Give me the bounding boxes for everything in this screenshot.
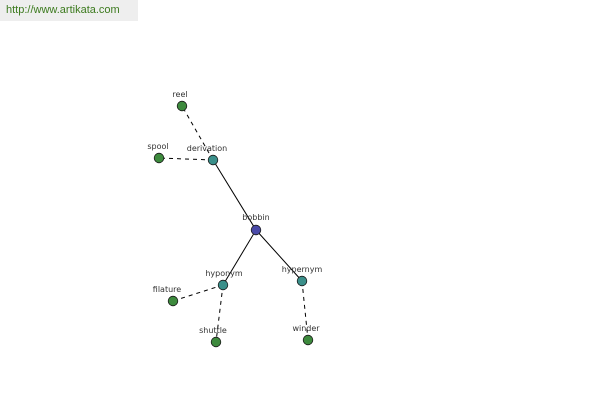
nodes-layer: bobbin derivation hyponym hypernym reel spool… xyxy=(147,90,323,348)
edge-hyponym-shuttle xyxy=(215,284,224,343)
edge-bobbin-hyponym xyxy=(222,229,257,286)
node-circle-hyponym[interactable] xyxy=(217,279,229,291)
node-derivation[interactable]: derivation xyxy=(187,144,227,166)
node-label-hyponym: hyponym xyxy=(205,269,243,278)
node-shuttle[interactable]: shuttle xyxy=(199,326,227,348)
node-reel[interactable]: reel xyxy=(172,90,188,112)
node-bobbin[interactable]: bobbin xyxy=(242,213,270,236)
edge-derivation-reel xyxy=(181,105,214,161)
node-circle-derivation[interactable] xyxy=(207,154,219,166)
node-label-bobbin: bobbin xyxy=(242,213,269,222)
site-url-link[interactable]: http://www.artikata.com xyxy=(6,4,120,16)
edges-layer xyxy=(158,105,309,343)
node-label-spool: spool xyxy=(147,142,168,151)
node-label-shuttle: shuttle xyxy=(199,326,227,335)
node-circle-winder[interactable] xyxy=(302,334,314,346)
url-bar: http://www.artikata.com xyxy=(0,0,138,21)
node-circle-spool[interactable] xyxy=(153,152,165,164)
node-circle-shuttle[interactable] xyxy=(210,336,222,348)
node-label-filature: filature xyxy=(153,285,181,294)
node-label-winder: winder xyxy=(292,324,320,333)
edge-hyponym-filature xyxy=(172,284,224,302)
node-winder[interactable]: winder xyxy=(292,324,320,346)
node-label-reel: reel xyxy=(172,90,187,99)
node-hypernym[interactable]: hypernym xyxy=(282,265,323,287)
node-hyponym[interactable]: hyponym xyxy=(205,269,243,291)
node-label-hypernym: hypernym xyxy=(282,265,323,274)
node-circle-hypernym[interactable] xyxy=(296,275,308,287)
edge-bobbin-derivation xyxy=(212,159,257,231)
node-circle-reel[interactable] xyxy=(176,100,188,112)
node-circle-bobbin[interactable] xyxy=(250,224,262,236)
node-spool[interactable]: spool xyxy=(147,142,169,164)
node-circle-filature[interactable] xyxy=(167,295,179,307)
edge-derivation-spool xyxy=(158,157,214,161)
node-filature[interactable]: filature xyxy=(153,285,181,307)
node-label-derivation: derivation xyxy=(187,144,227,153)
edge-hypernym-winder xyxy=(301,280,309,341)
edge-bobbin-hypernym xyxy=(255,229,303,282)
